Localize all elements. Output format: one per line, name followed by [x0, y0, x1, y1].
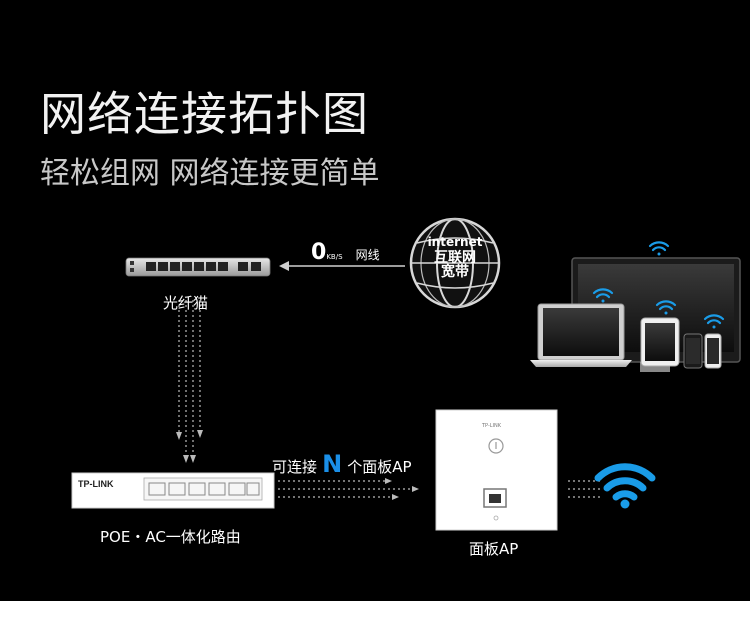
speed-value: 0: [311, 240, 327, 265]
globe-label: internet 互联网 宽带: [417, 235, 493, 280]
wifi-small-icon: [592, 288, 614, 303]
wifi-dot: [620, 499, 630, 509]
phone-white-icon: [704, 333, 722, 369]
ap-link-prefix: 可连接: [272, 458, 318, 476]
panel-ap-device: [435, 409, 558, 531]
modem-label: 光纤猫: [163, 294, 209, 312]
panel-ap-label: 面板AP: [469, 540, 519, 558]
wifi-small-icon: [648, 241, 670, 256]
router-label: POE・AC一体化路由: [100, 528, 241, 546]
link-speed: 0KB/S 网线: [311, 240, 380, 265]
cable-label: 网线: [355, 248, 380, 262]
speed-unit: KB/S: [326, 253, 343, 261]
modem-router-link: [178, 300, 201, 455]
globe-line-3: 宽带: [441, 264, 469, 280]
topology-diagram: 网络连接拓扑图 轻松组网 网络连接更简单: [0, 0, 750, 601]
wifi-small-icon: [703, 314, 725, 329]
phone-icon: [683, 333, 703, 369]
tablet-icon: [640, 317, 680, 367]
panel-ap-brand: TP-LINK: [482, 423, 502, 429]
laptop-icon: [530, 303, 632, 367]
modem-device: [125, 257, 271, 277]
devices-group: [530, 257, 741, 372]
ap-link-n: N: [322, 450, 343, 478]
globe-line-2: 互联网: [434, 250, 476, 266]
router-brand: TP-LINK: [78, 479, 114, 489]
ap-link-label: 可连接 N 个面板AP: [272, 450, 412, 478]
ap-wifi-link: [568, 480, 600, 498]
wifi-icon: [594, 463, 656, 501]
router-ap-link: [278, 480, 412, 498]
cable-arrow-icon: [279, 261, 405, 271]
ap-link-suffix: 个面板AP: [347, 458, 412, 476]
wifi-small-icon: [655, 300, 677, 315]
page-title: 网络连接拓扑图: [40, 87, 369, 141]
page-subtitle: 轻松组网 网络连接更简单: [40, 156, 380, 191]
down-arrows-icon: [176, 430, 203, 463]
right-arrows-icon: [385, 478, 419, 500]
globe-icon: [409, 217, 501, 309]
diagram-graphics: [71, 217, 741, 531]
router-device: [71, 472, 275, 509]
globe-line-1: internet: [427, 235, 483, 249]
